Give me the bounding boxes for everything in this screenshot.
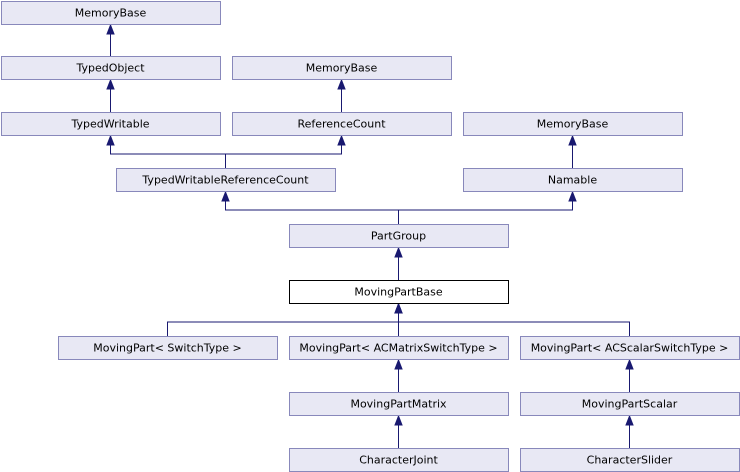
edge-line — [225, 192, 399, 224]
edge-typedwritable-to-typedobject — [106, 78, 115, 112]
edge-movingpartscalar-to-movingpart-acscalarswitchtype — [625, 358, 634, 392]
node-label-movingpartscalar: MovingPartScalar — [582, 398, 678, 411]
node-label-movingpartbase: MovingPartBase — [354, 286, 442, 299]
edge-namable-to-memorybase-3 — [568, 134, 577, 168]
node-movingpartmatrix[interactable]: MovingPartMatrix — [289, 392, 509, 416]
arrowhead — [221, 190, 230, 202]
node-box-movingpart-switchtype[interactable] — [58, 336, 278, 360]
node-box-movingpart-acmatrixswitchtype[interactable] — [289, 336, 509, 360]
node-label-partgroup: PartGroup — [371, 230, 426, 243]
arrowhead — [337, 78, 346, 90]
node-typedobject[interactable]: TypedObject — [1, 56, 221, 80]
edge-line — [110, 136, 226, 168]
node-typedwritable[interactable]: TypedWritable — [1, 112, 221, 136]
node-label-characterslider: CharacterSlider — [587, 454, 673, 467]
arrowhead — [106, 134, 115, 146]
edge-characterjoint-to-movingpartmatrix — [394, 414, 403, 448]
node-namable[interactable]: Namable — [463, 168, 683, 192]
edge-line — [398, 192, 573, 224]
node-memorybase-1[interactable]: MemoryBase — [1, 1, 221, 25]
node-label-referencecount: ReferenceCount — [297, 118, 386, 131]
node-box-memorybase-1[interactable] — [1, 1, 221, 25]
edge-movingpartbase-to-partgroup — [394, 246, 403, 280]
node-memorybase-3[interactable]: MemoryBase — [463, 112, 683, 136]
node-box-typedwritablereferencecount[interactable] — [116, 168, 336, 192]
arrowhead — [394, 358, 403, 370]
node-box-referencecount[interactable] — [232, 112, 452, 136]
node-movingpartscalar[interactable]: MovingPartScalar — [520, 392, 740, 416]
node-box-memorybase-3[interactable] — [463, 112, 683, 136]
node-label-typedwritable: TypedWritable — [70, 118, 149, 131]
node-box-partgroup[interactable] — [289, 224, 509, 248]
node-partgroup[interactable]: PartGroup — [289, 224, 509, 248]
edge-partgroup-to-namable — [398, 190, 577, 224]
node-label-typedobject: TypedObject — [75, 62, 145, 75]
node-memorybase-2[interactable]: MemoryBase — [232, 56, 452, 80]
edge-typedobject-to-memorybase-1 — [106, 23, 115, 56]
node-box-namable[interactable] — [463, 168, 683, 192]
node-label-memorybase-2: MemoryBase — [306, 62, 378, 75]
node-label-movingpart-acscalarswitchtype: MovingPart< ACScalarSwitchType > — [531, 342, 729, 355]
edge-characterslider-to-movingpartscalar — [625, 414, 634, 448]
node-movingpart-switchtype[interactable]: MovingPart< SwitchType > — [58, 336, 278, 360]
node-label-movingpart-acmatrixswitchtype: MovingPart< ACMatrixSwitchType > — [299, 342, 497, 355]
arrowhead — [106, 23, 115, 35]
node-label-movingpart-switchtype: MovingPart< SwitchType > — [93, 342, 242, 355]
edge-movingpartmatrix-to-movingpart-acmatrixswitchtype — [394, 358, 403, 392]
edge-typedwritablereferencecount-to-typedwritable — [106, 134, 226, 168]
edge-line — [167, 304, 399, 336]
node-characterslider[interactable]: CharacterSlider — [520, 448, 740, 472]
node-referencecount[interactable]: ReferenceCount — [232, 112, 452, 136]
node-label-typedwritablereferencecount: TypedWritableReferenceCount — [141, 174, 309, 187]
arrowhead — [394, 414, 403, 426]
arrowhead — [568, 134, 577, 146]
arrowhead — [568, 190, 577, 202]
node-box-typedwritable[interactable] — [1, 112, 221, 136]
node-movingpart-acmatrixswitchtype[interactable]: MovingPart< ACMatrixSwitchType > — [289, 336, 509, 360]
arrowhead — [394, 302, 403, 314]
edge-line — [398, 304, 630, 336]
edges-layer — [106, 23, 634, 448]
node-label-namable: Namable — [548, 174, 597, 187]
arrowhead — [337, 134, 346, 146]
edge-typedwritablereferencecount-to-referencecount — [225, 134, 346, 168]
node-box-movingpartmatrix[interactable] — [289, 392, 509, 416]
edge-partgroup-to-typedwritablereferencecount — [221, 190, 399, 224]
edge-movingpart-switchtype-to-movingpartbase — [167, 302, 403, 336]
node-box-movingpartbase[interactable] — [289, 280, 509, 304]
node-movingpart-acscalarswitchtype[interactable]: MovingPart< ACScalarSwitchType > — [520, 336, 740, 360]
node-box-typedobject[interactable] — [1, 56, 221, 80]
arrowhead — [394, 246, 403, 258]
node-typedwritablereferencecount[interactable]: TypedWritableReferenceCount — [116, 168, 336, 192]
arrowhead — [625, 358, 634, 370]
node-label-memorybase-1: MemoryBase — [75, 7, 147, 20]
node-characterjoint[interactable]: CharacterJoint — [289, 448, 509, 472]
node-box-memorybase-2[interactable] — [232, 56, 452, 80]
node-label-movingpartmatrix: MovingPartMatrix — [350, 398, 447, 411]
node-label-memorybase-3: MemoryBase — [537, 118, 609, 131]
edge-line — [225, 136, 342, 168]
edge-referencecount-to-memorybase-2 — [337, 78, 346, 112]
arrowhead — [625, 414, 634, 426]
node-label-characterjoint: CharacterJoint — [359, 454, 438, 467]
node-movingpartbase[interactable]: MovingPartBase — [289, 280, 509, 304]
arrowhead — [106, 78, 115, 90]
edge-movingpart-acscalarswitchtype-to-movingpartbase — [394, 302, 630, 336]
